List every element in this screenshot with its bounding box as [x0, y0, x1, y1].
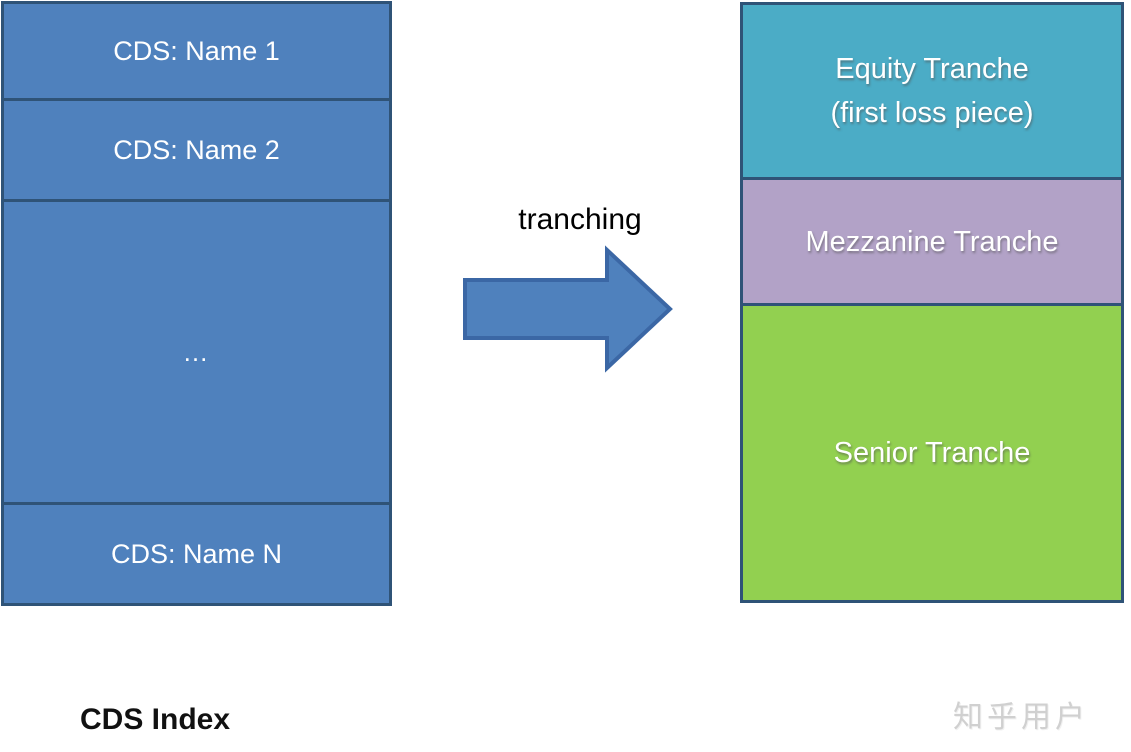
equity-tranche-label: Equity Tranche	[835, 53, 1029, 85]
cds-name-n-box: CDS: Name N	[1, 502, 392, 606]
cds-ellipsis-box: …	[1, 199, 392, 505]
tranche-stack: Equity Tranche (first loss piece) Mezzan…	[740, 2, 1124, 603]
equity-tranche-sublabel: (first loss piece)	[830, 97, 1034, 129]
cds-ellipsis-label: …	[182, 336, 211, 367]
equity-tranche-box: Equity Tranche (first loss piece)	[740, 2, 1124, 180]
mezzanine-tranche-label: Mezzanine Tranche	[805, 225, 1059, 258]
cds-name-2-label: CDS: Name 2	[113, 134, 280, 165]
cds-index-caption: CDS Index	[80, 703, 231, 736]
right-arrow-icon	[463, 245, 673, 373]
cds-name-2-box: CDS: Name 2	[1, 98, 392, 202]
zhihu-user-watermark: 知乎用户	[953, 701, 1089, 734]
senior-tranche-box: Senior Tranche	[740, 303, 1124, 603]
mezzanine-tranche-box: Mezzanine Tranche	[740, 177, 1124, 306]
senior-tranche-label: Senior Tranche	[833, 437, 1031, 469]
cds-name-1-label: CDS: Name 1	[113, 35, 280, 66]
cds-name-n-label: CDS: Name N	[110, 538, 283, 569]
tranching-label: tranching	[518, 203, 642, 236]
cds-index-stack: CDS: Name 1 CDS: Name 2 … CDS: Name N	[1, 1, 392, 606]
cds-name-1-box: CDS: Name 1	[1, 1, 392, 101]
